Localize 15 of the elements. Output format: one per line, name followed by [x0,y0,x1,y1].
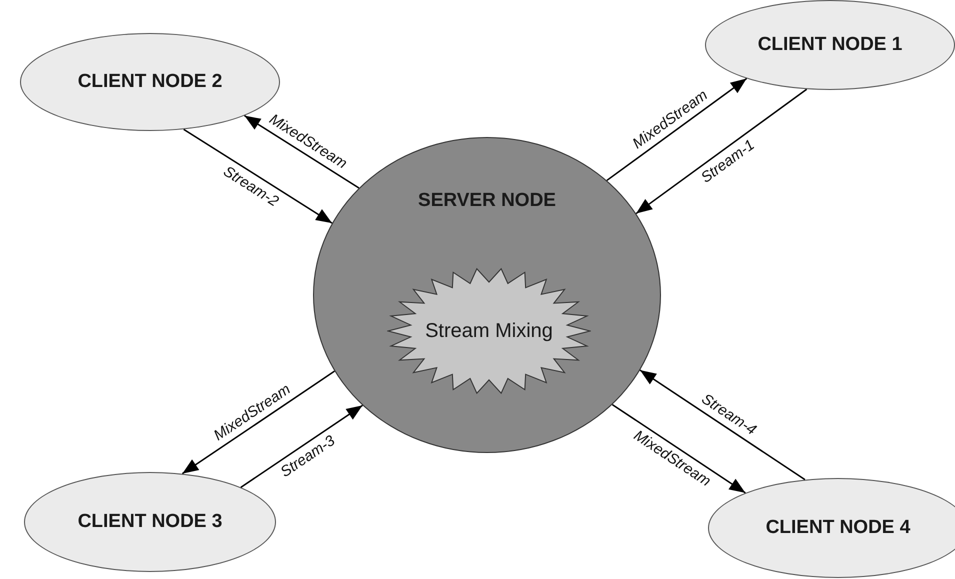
node-label: CLIENT NODE 4 [766,517,910,539]
arrow [612,404,746,494]
arrow [182,370,335,474]
arrow [183,128,332,224]
arrow [640,370,806,480]
arrow [244,115,360,189]
node-label: CLIENT NODE 1 [758,34,902,56]
starburst-shape [387,267,591,395]
arrow [240,404,363,488]
process-label: Stream Mixing [425,320,553,342]
arrow [606,78,748,182]
node-label: CLIENT NODE 3 [78,511,222,533]
node-label: CLIENT NODE 2 [78,71,222,93]
node-label: SERVER NODE [418,190,556,212]
arrow [636,88,808,214]
